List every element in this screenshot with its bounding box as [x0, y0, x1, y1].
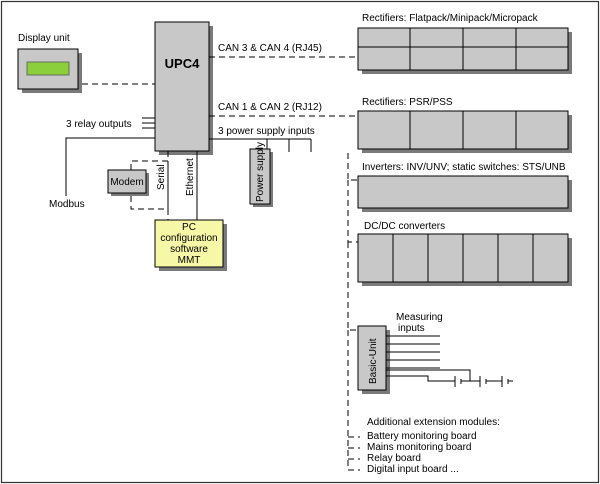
basic-unit: Basic-Unit: [357, 325, 390, 394]
display-unit-label: Display unit: [18, 33, 70, 44]
basic-unit-label: Basic-Unit: [368, 338, 379, 384]
extension-item-1: Battery monitoring board: [367, 431, 477, 442]
pc-line-4: MMT: [178, 255, 201, 266]
rectifiers-flat-label: Rectifiers: Flatpack/Minipack/Micropack: [362, 13, 539, 24]
modem-label: Modem: [110, 177, 143, 188]
modem: Modem: [107, 169, 149, 196]
measuring-label-2: inputs: [398, 323, 425, 334]
extension-item-4: Digital input board ...: [367, 464, 459, 475]
power-supply: Power supply: [249, 142, 273, 207]
battery-string: [386, 369, 513, 387]
modbus-label: Modbus: [49, 199, 85, 210]
power-supply-label: Power supply: [255, 142, 266, 202]
dcdc-module: [357, 233, 572, 286]
can12-label: CAN 1 & CAN 2 (RJ12): [218, 102, 322, 113]
pc-line-3: software: [170, 244, 208, 255]
extension-item-2: Mains monitoring board: [367, 442, 472, 453]
dcdc-label: DC/DC converters: [364, 221, 445, 232]
serial-label: Serial: [156, 164, 167, 190]
extension-title: Additional extension modules:: [367, 417, 500, 428]
measuring-label-1: Measuring: [396, 312, 443, 323]
display-unit: Display unit: [17, 33, 82, 93]
display-screen: [26, 61, 70, 76]
extension-item-3: Relay board: [367, 453, 421, 464]
pc-software-box: [154, 219, 224, 268]
inverters-label: Inverters: INV/UNV; static switches: STS…: [362, 162, 566, 173]
pc-line-1: PC: [182, 222, 196, 233]
upc4-controller: UPC4: [154, 21, 213, 155]
power-inputs-label: 3 power supply inputs: [218, 126, 315, 137]
can34-label: CAN 3 & CAN 4 (RJ45): [218, 43, 322, 54]
upc4-label: UPC4: [165, 56, 200, 71]
pc-software: PC configuration software MMT: [154, 219, 227, 271]
rectifiers-psr-module: [357, 110, 572, 153]
inverters-module: [357, 175, 572, 212]
rectifiers-flat-module: [357, 27, 572, 74]
ethernet-label: Ethernet: [185, 158, 196, 196]
relay-outputs-label: 3 relay outputs: [66, 119, 132, 130]
rectifiers-psr-label: Rectifiers: PSR/PSS: [362, 97, 453, 108]
pc-line-2: configuration: [160, 233, 217, 244]
